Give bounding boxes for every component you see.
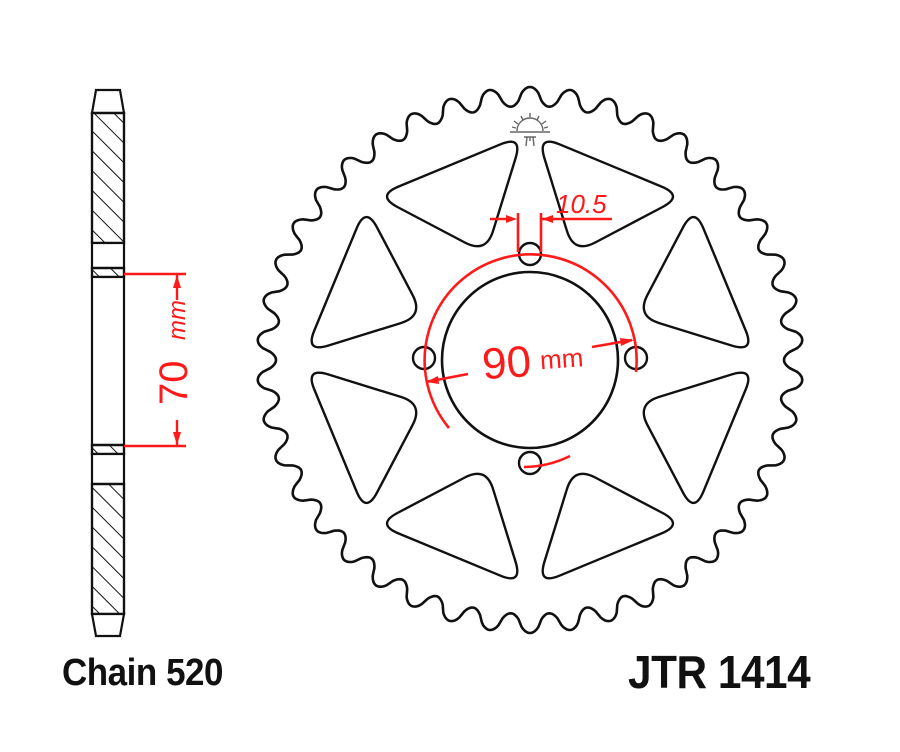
lightening-holes [310,140,750,580]
center-bore [440,270,620,450]
chain-size-label: Chain 520 [62,652,224,694]
jt-sun-logo-icon [510,113,550,147]
lightening-hole [541,472,675,580]
lightening-hole [642,215,750,349]
dimension-arrowheads [426,215,634,384]
lightening-hole [642,371,750,505]
bore-dimension [124,272,186,448]
lightening-hole [385,472,519,580]
part-number-label: JTR 1414 [628,646,811,698]
sprocket-front-view [256,85,804,635]
pcd-dimension [423,213,638,469]
bolt-hole-diameter: 10.5 [556,189,607,219]
bore-dimension-unit: mm [164,300,191,340]
sprocket-teeth-outline [256,85,804,635]
lightening-hole [310,371,418,505]
lightening-hole [541,140,675,248]
pcd-value: 90 [481,337,533,389]
lightening-hole [385,140,519,248]
side-view [90,88,126,638]
lightening-hole [310,215,418,349]
pcd-unit: mm [539,342,584,375]
bore-dimension-value: 70 [152,361,196,406]
